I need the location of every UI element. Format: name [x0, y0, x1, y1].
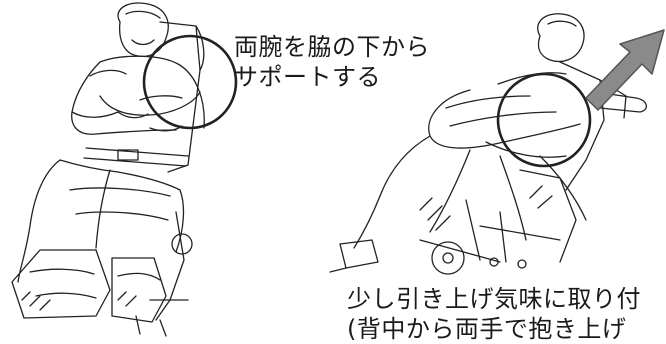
right-wheelchair-figure [329, 13, 647, 275]
support-caption-line1: 両腕を脇の下から [234, 33, 430, 61]
lift-caption-line2: (背中から両手で抱き上げ [347, 315, 627, 343]
support-caption: 両腕を脇の下から サポートする [234, 32, 430, 92]
highlight-circle-right [496, 72, 592, 168]
lift-caption-line1: 少し引き上げ気味に取り付 [347, 285, 641, 313]
left-wheelchair-figure [11, 2, 205, 337]
up-right-arrow-icon [585, 29, 665, 111]
highlight-circle-left [142, 34, 238, 130]
lift-caption: 少し引き上げ気味に取り付 (背中から両手で抱き上げ [347, 284, 641, 344]
support-caption-line2: サポートする [234, 63, 381, 91]
